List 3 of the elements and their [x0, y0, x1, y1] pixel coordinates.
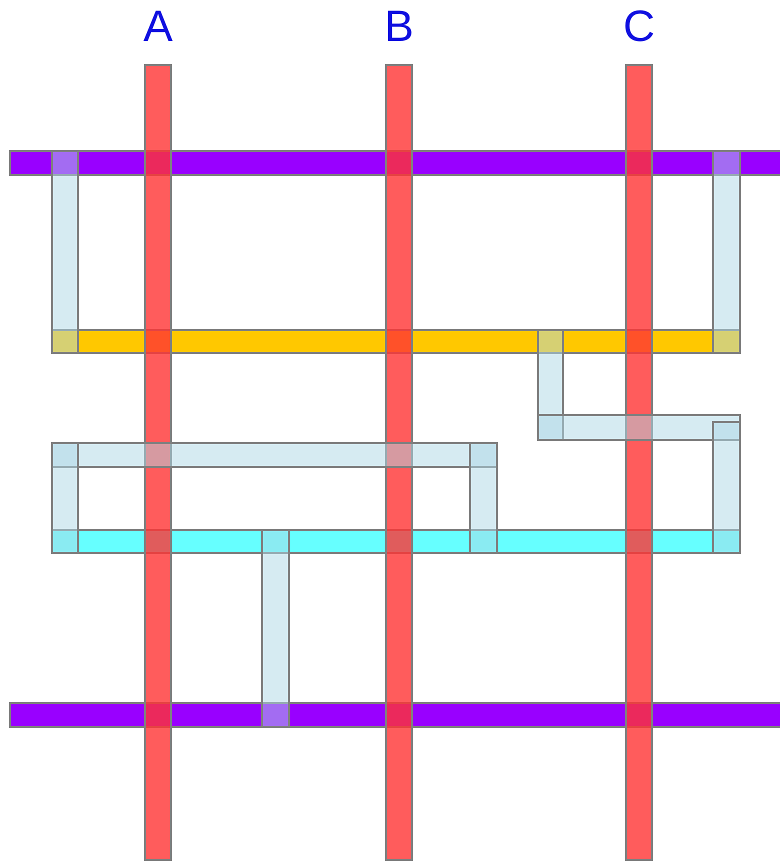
column-label: B — [384, 2, 414, 52]
column-label: C — [623, 2, 655, 52]
column-label: A — [143, 2, 173, 52]
